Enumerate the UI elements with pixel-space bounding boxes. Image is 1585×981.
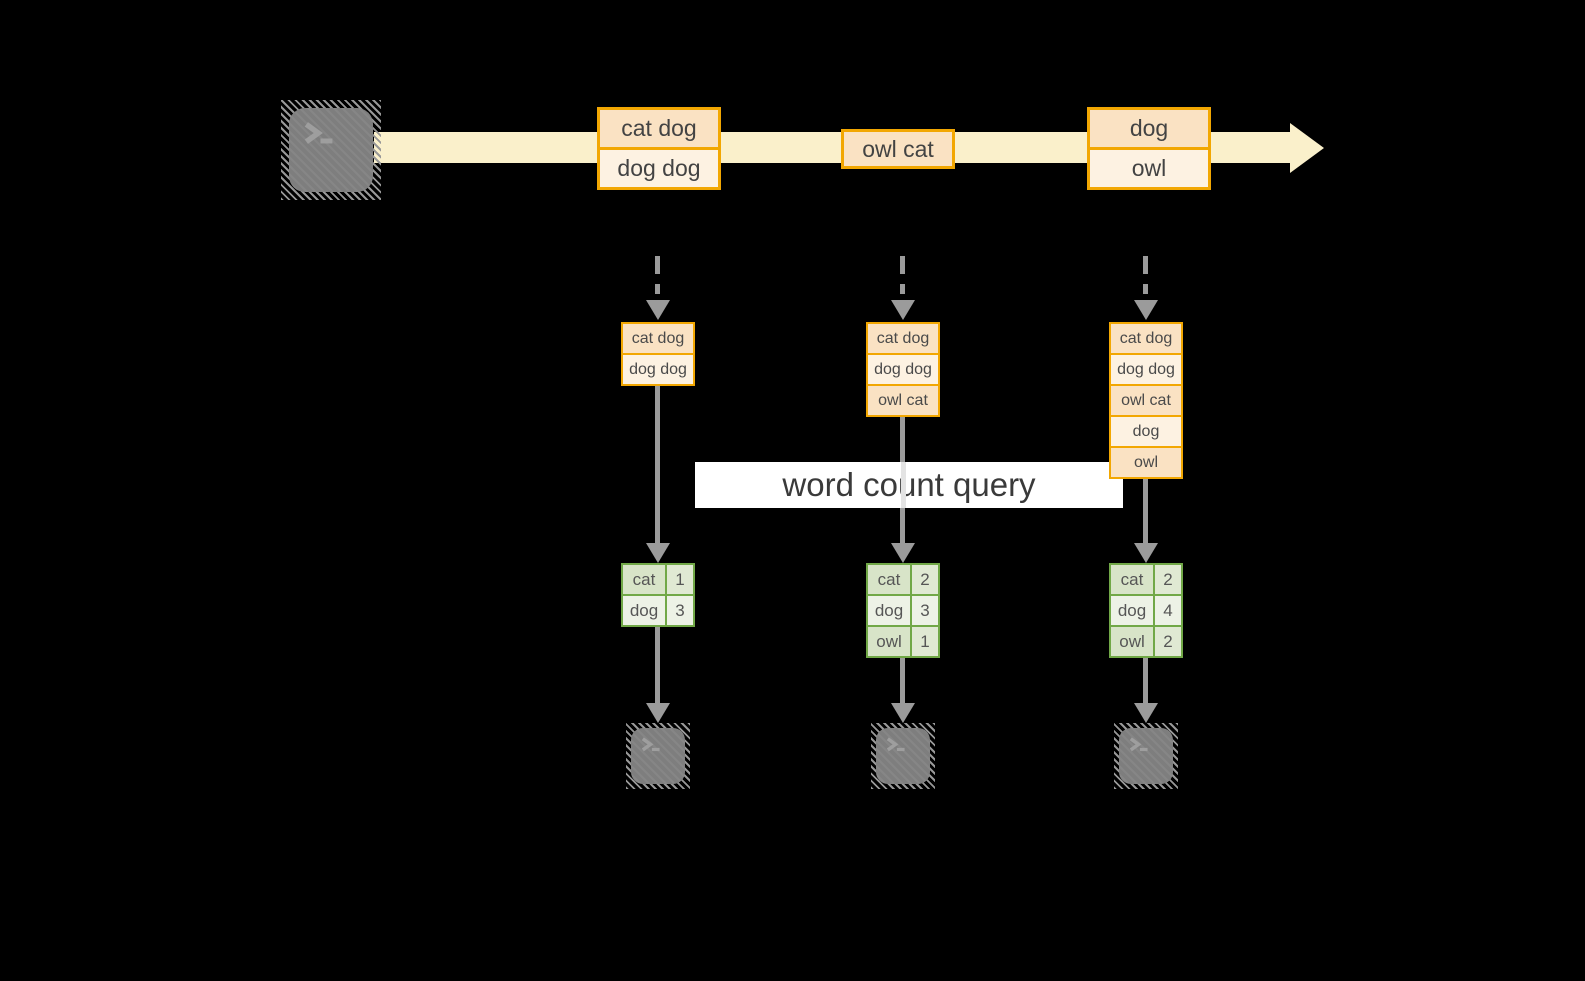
word-cell: cat bbox=[868, 565, 910, 594]
connector-line bbox=[1143, 658, 1148, 703]
word-cell: cat bbox=[1111, 565, 1153, 594]
partition-record: dog dog bbox=[1111, 355, 1181, 384]
connector-line-overlay bbox=[901, 462, 906, 508]
down-arrowhead-icon bbox=[891, 543, 915, 563]
terminal-icon bbox=[281, 100, 381, 200]
down-arrowhead-icon bbox=[1134, 703, 1158, 723]
stream-record: owl bbox=[1090, 150, 1208, 187]
dashed-arrow bbox=[655, 256, 660, 274]
stream-record: dog dog bbox=[600, 150, 718, 187]
partition-record: dog bbox=[1111, 417, 1181, 446]
word-cell: dog bbox=[868, 596, 910, 625]
count-cell: 3 bbox=[667, 596, 693, 625]
query-banner: word count query bbox=[695, 462, 1123, 508]
partition-record: dog dog bbox=[868, 355, 938, 384]
down-arrowhead-icon bbox=[646, 543, 670, 563]
count-cell: 4 bbox=[1155, 596, 1181, 625]
terminal-icon-body bbox=[289, 108, 373, 192]
count-table-1: cat 1 dog 3 bbox=[621, 563, 695, 627]
word-cell: dog bbox=[623, 596, 665, 625]
partition-record: cat dog bbox=[868, 324, 938, 353]
down-arrowhead-icon bbox=[891, 703, 915, 723]
terminal-icon-body bbox=[631, 728, 685, 784]
connector-line bbox=[900, 658, 905, 703]
stream-record-group-3: dog owl bbox=[1087, 107, 1211, 190]
partition-stack-1: cat dog dog dog bbox=[621, 322, 695, 386]
down-arrowhead-icon bbox=[1134, 300, 1158, 320]
down-arrowhead-icon bbox=[1134, 543, 1158, 563]
query-banner-label: word count query bbox=[782, 466, 1036, 503]
count-cell: 1 bbox=[912, 627, 938, 656]
terminal-prompt-icon bbox=[641, 737, 660, 752]
word-cell: owl bbox=[868, 627, 910, 656]
dashed-arrow bbox=[1143, 284, 1148, 294]
partition-record: owl bbox=[1111, 448, 1181, 477]
dashed-arrow bbox=[900, 256, 905, 274]
word-cell: owl bbox=[1111, 627, 1153, 656]
stream-record: cat dog bbox=[600, 110, 718, 147]
table-row: cat 2 bbox=[868, 565, 938, 594]
word-cell: cat bbox=[623, 565, 665, 594]
down-arrowhead-icon bbox=[891, 300, 915, 320]
dashed-arrow bbox=[900, 284, 905, 294]
table-row: dog 4 bbox=[1111, 596, 1181, 625]
terminal-prompt-icon bbox=[886, 737, 905, 752]
count-cell: 2 bbox=[1155, 627, 1181, 656]
terminal-prompt-icon bbox=[1129, 737, 1148, 752]
count-table-2: cat 2 dog 3 owl 1 bbox=[866, 563, 940, 658]
dashed-arrow bbox=[655, 284, 660, 294]
down-arrowhead-icon bbox=[646, 703, 670, 723]
connector-line bbox=[655, 386, 660, 543]
table-row: cat 2 bbox=[1111, 565, 1181, 594]
terminal-icon-body bbox=[1119, 728, 1173, 784]
table-row: cat 1 bbox=[623, 565, 693, 594]
stream-record: dog bbox=[1090, 110, 1208, 147]
connector-line bbox=[655, 627, 660, 703]
count-cell: 1 bbox=[667, 565, 693, 594]
terminal-icon bbox=[871, 723, 935, 789]
terminal-icon-body bbox=[876, 728, 930, 784]
table-row: owl 2 bbox=[1111, 627, 1181, 656]
partition-stack-2: cat dog dog dog owl cat bbox=[866, 322, 940, 417]
partition-record: cat dog bbox=[1111, 324, 1181, 353]
partition-record: owl cat bbox=[1111, 386, 1181, 415]
terminal-icon bbox=[1114, 723, 1178, 789]
connector-line bbox=[1143, 479, 1148, 543]
stream-arrowhead-icon bbox=[1290, 123, 1324, 173]
partition-record: cat dog bbox=[623, 324, 693, 353]
count-cell: 3 bbox=[912, 596, 938, 625]
count-cell: 2 bbox=[1155, 565, 1181, 594]
count-cell: 2 bbox=[912, 565, 938, 594]
count-table-3: cat 2 dog 4 owl 2 bbox=[1109, 563, 1183, 658]
partition-record: dog dog bbox=[623, 355, 693, 384]
dashed-arrow bbox=[1143, 256, 1148, 274]
stream-record: owl cat bbox=[844, 132, 952, 166]
partition-record: owl cat bbox=[868, 386, 938, 415]
table-row: dog 3 bbox=[623, 596, 693, 625]
partition-stack-3: cat dog dog dog owl cat dog owl bbox=[1109, 322, 1183, 479]
terminal-prompt-icon bbox=[305, 121, 333, 144]
word-cell: dog bbox=[1111, 596, 1153, 625]
table-row: dog 3 bbox=[868, 596, 938, 625]
terminal-icon bbox=[626, 723, 690, 789]
down-arrowhead-icon bbox=[646, 300, 670, 320]
stream-record-group-1: cat dog dog dog bbox=[597, 107, 721, 190]
table-row: owl 1 bbox=[868, 627, 938, 656]
stream-record-group-2: owl cat bbox=[841, 129, 955, 169]
